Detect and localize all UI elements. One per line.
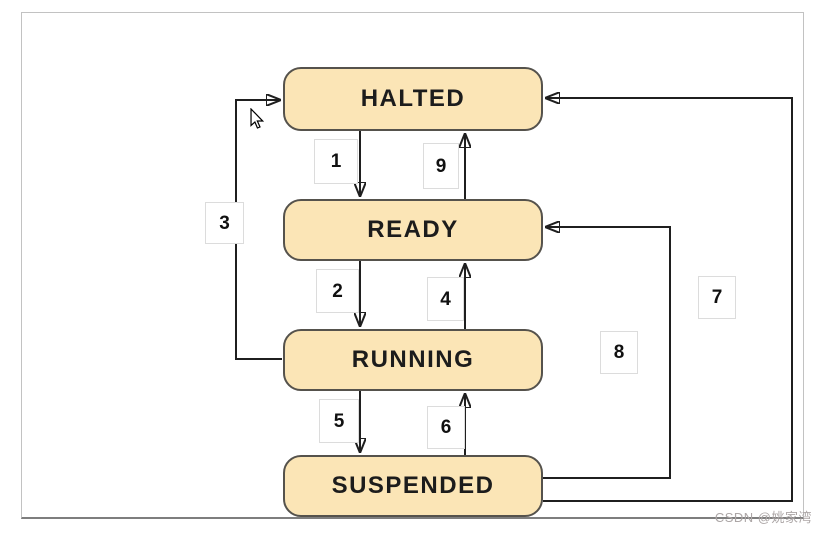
transition-label-7: 7	[698, 276, 736, 319]
state-halted: HALTED	[283, 67, 543, 131]
transition-label-4: 4	[427, 277, 464, 321]
mouse-cursor-icon	[250, 108, 264, 129]
transition-label-2: 2	[316, 269, 359, 313]
transition-8-arrow	[543, 227, 671, 479]
transition-label-5: 5	[319, 399, 359, 443]
state-ready: READY	[283, 199, 543, 261]
transition-label-3: 3	[205, 202, 244, 244]
transition-label-9: 9	[423, 143, 459, 189]
csdn-watermark: CSDN @姚家湾	[714, 510, 812, 525]
state-running: RUNNING	[283, 329, 543, 391]
transition-label-8: 8	[600, 331, 638, 374]
transition-7-arrow	[543, 98, 793, 502]
transition-label-1: 1	[314, 139, 358, 184]
state-suspended: SUSPENDED	[283, 455, 543, 517]
slide-frame	[21, 12, 804, 519]
transition-label-6: 6	[427, 406, 465, 449]
